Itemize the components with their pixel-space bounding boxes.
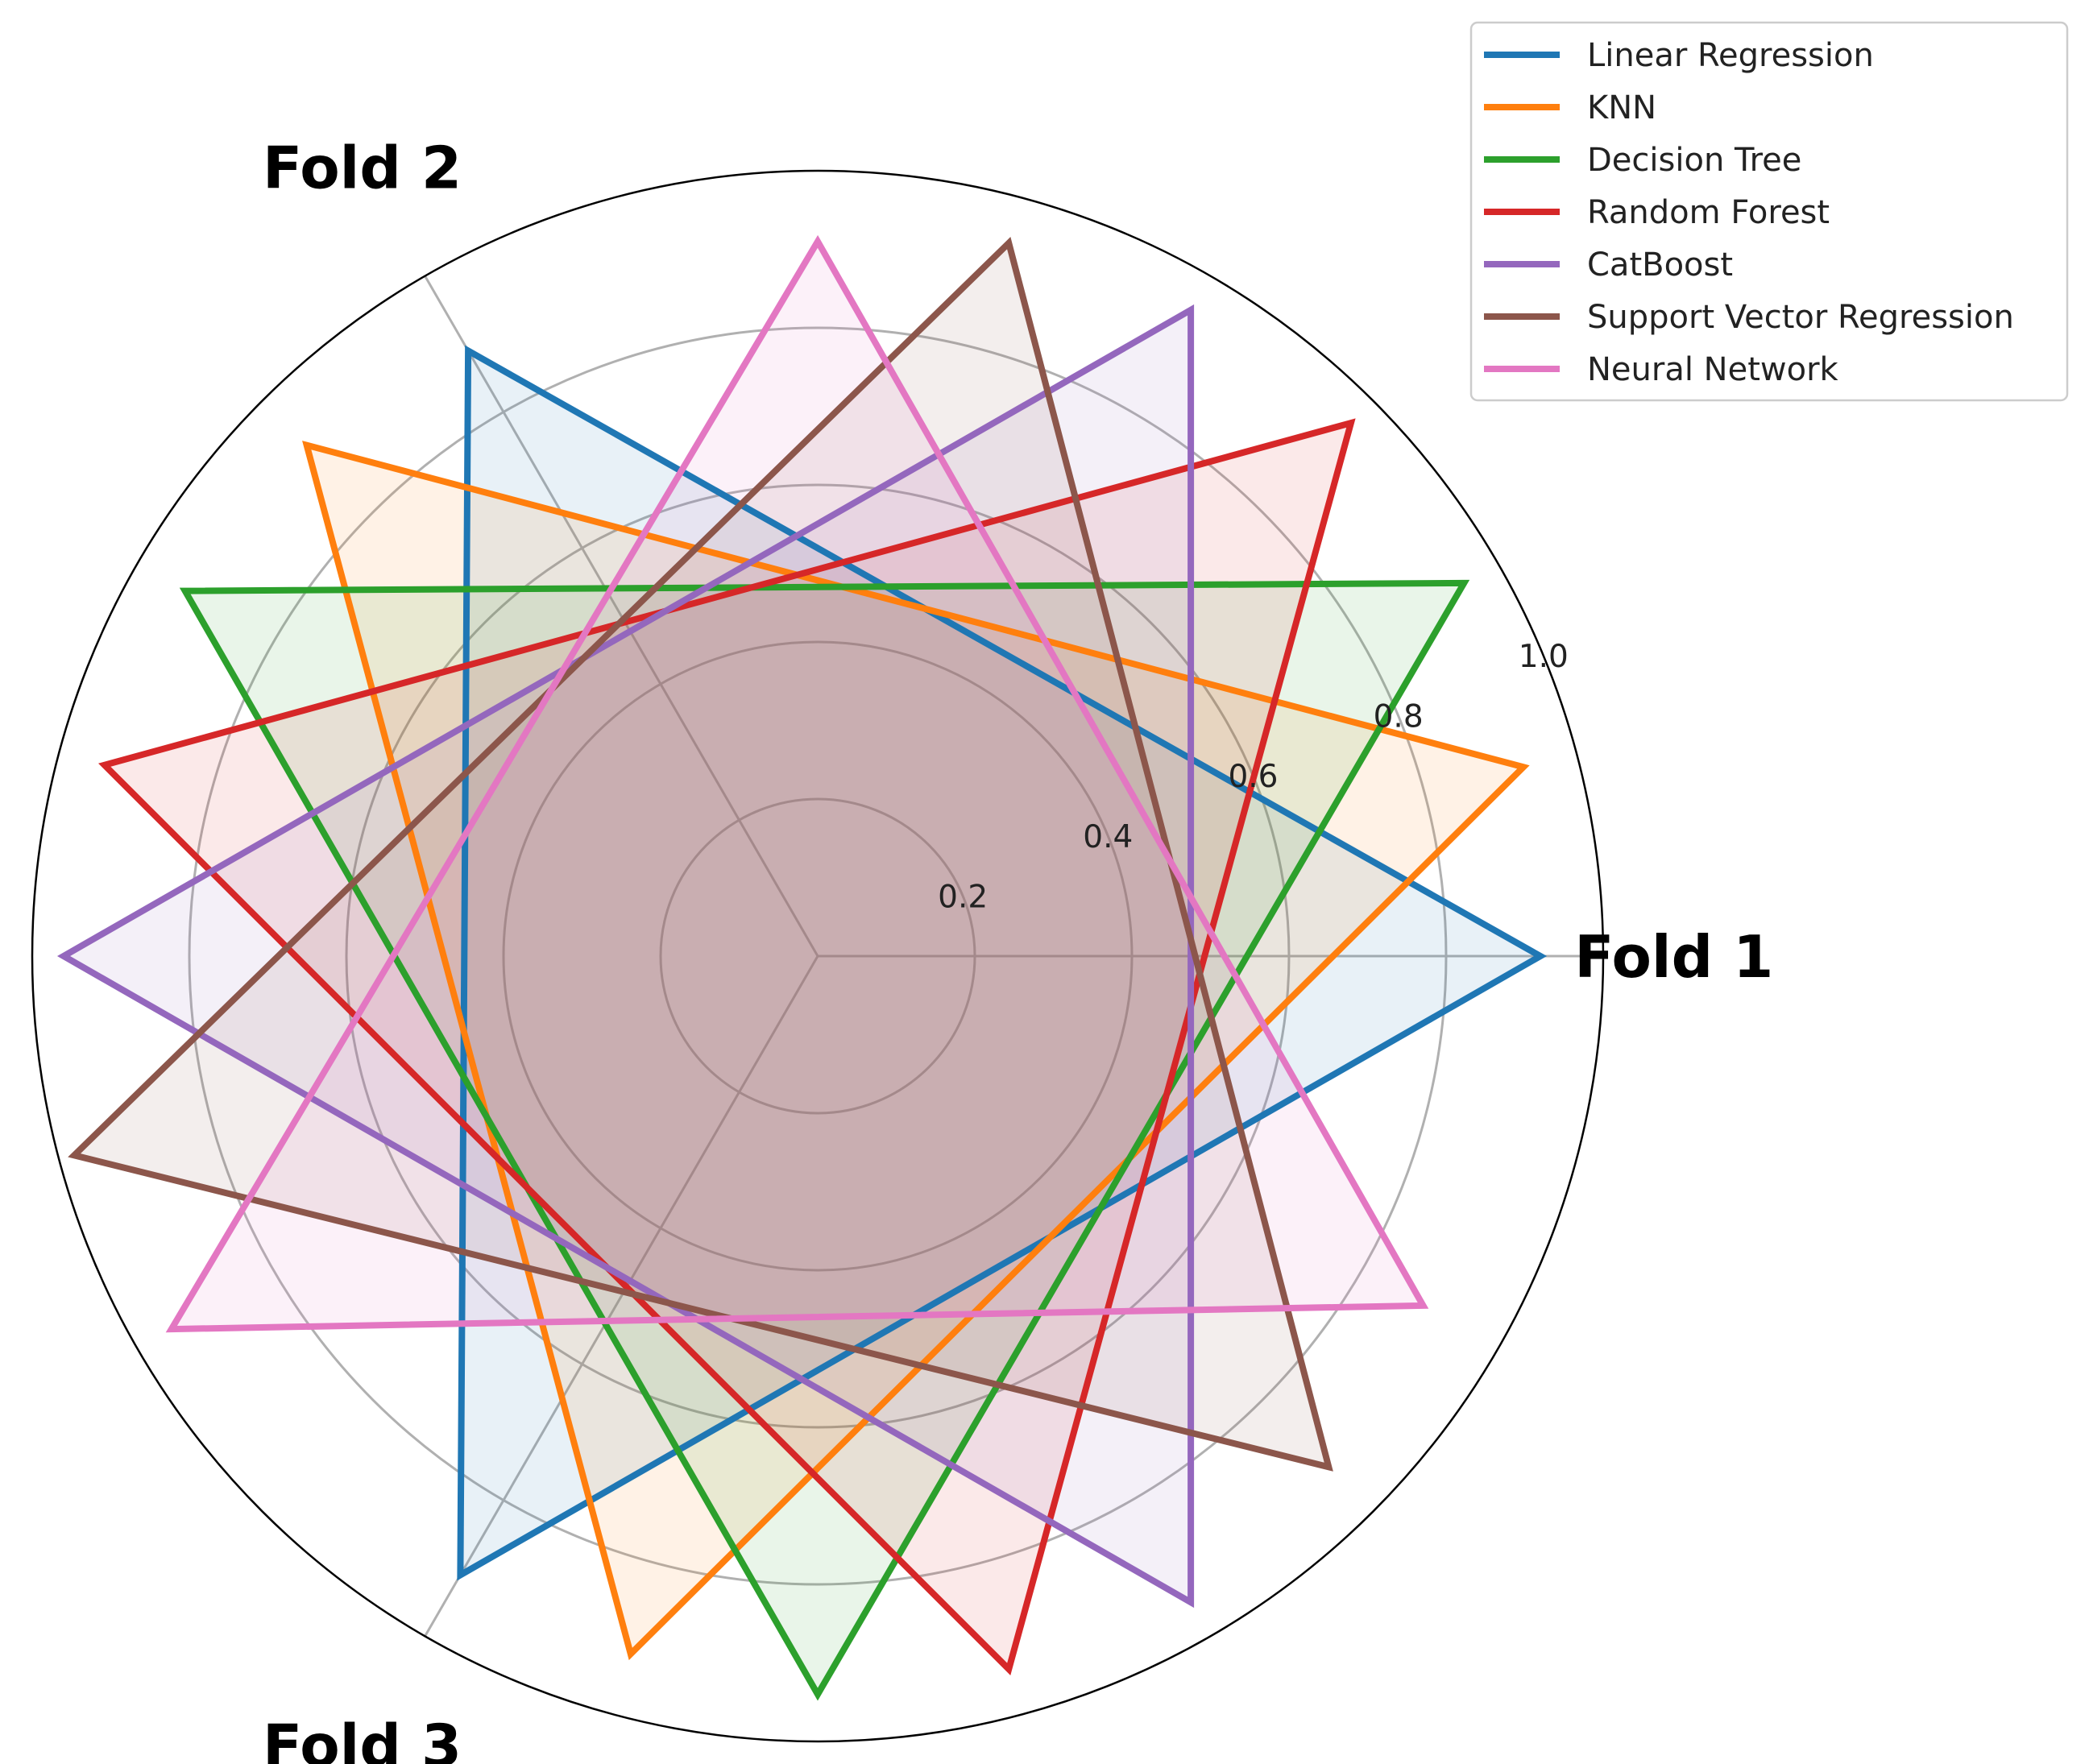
radial-tick-labels: 0.2 0.4 0.6 0.8 1.0: [938, 639, 1569, 915]
legend-label: KNN: [1587, 89, 1656, 126]
legend-label: Linear Regression: [1587, 37, 1874, 74]
r-tick-label: 0.4: [1083, 819, 1133, 855]
series-line-2: [179, 579, 1470, 1701]
series-fill-4: [64, 309, 1192, 1603]
series-fill-0: [460, 350, 1540, 1576]
r-tick-label: 0.6: [1228, 759, 1278, 795]
r-tick-label: 1.0: [1519, 639, 1569, 675]
legend-label: Decision Tree: [1587, 142, 1801, 179]
series-fill-3: [104, 423, 1351, 1670]
series-fill-5: [74, 242, 1329, 1468]
legend-label: Support Vector Regression: [1587, 299, 2014, 336]
series-line-1: [302, 441, 1530, 1661]
grid-spoke-2: [424, 955, 819, 1638]
series-line-3: [98, 418, 1356, 1675]
legend-label: Neural Network: [1587, 351, 1839, 388]
series-fill-6: [171, 241, 1424, 1330]
series-fill-1: [306, 445, 1523, 1654]
axis-label-fold-1: Fold 1: [1574, 923, 1773, 991]
series-fills: [64, 241, 1540, 1695]
grid-spoke-1: [424, 275, 819, 957]
series-fill-2: [184, 582, 1465, 1695]
series-line-0: [457, 345, 1548, 1581]
series-lines: [56, 234, 1548, 1701]
polar-grid: [188, 275, 1603, 1638]
axis-label-fold-2: Fold 2: [263, 135, 462, 202]
series-line-6: [165, 234, 1429, 1333]
axis-label-fold-3: Fold 3: [263, 1712, 462, 1764]
legend-label: CatBoost: [1587, 246, 1733, 284]
legend-frame: [1469, 21, 2069, 402]
series-line-4: [56, 304, 1195, 1609]
axis-labels: Fold 1 Fold 2 Fold 3: [263, 135, 1773, 1764]
legend-label: Random Forest: [1587, 194, 1830, 231]
r-tick-label: 0.8: [1374, 699, 1424, 735]
r-tick-label: 0.2: [938, 879, 988, 915]
polar-frame: [31, 169, 1605, 1743]
